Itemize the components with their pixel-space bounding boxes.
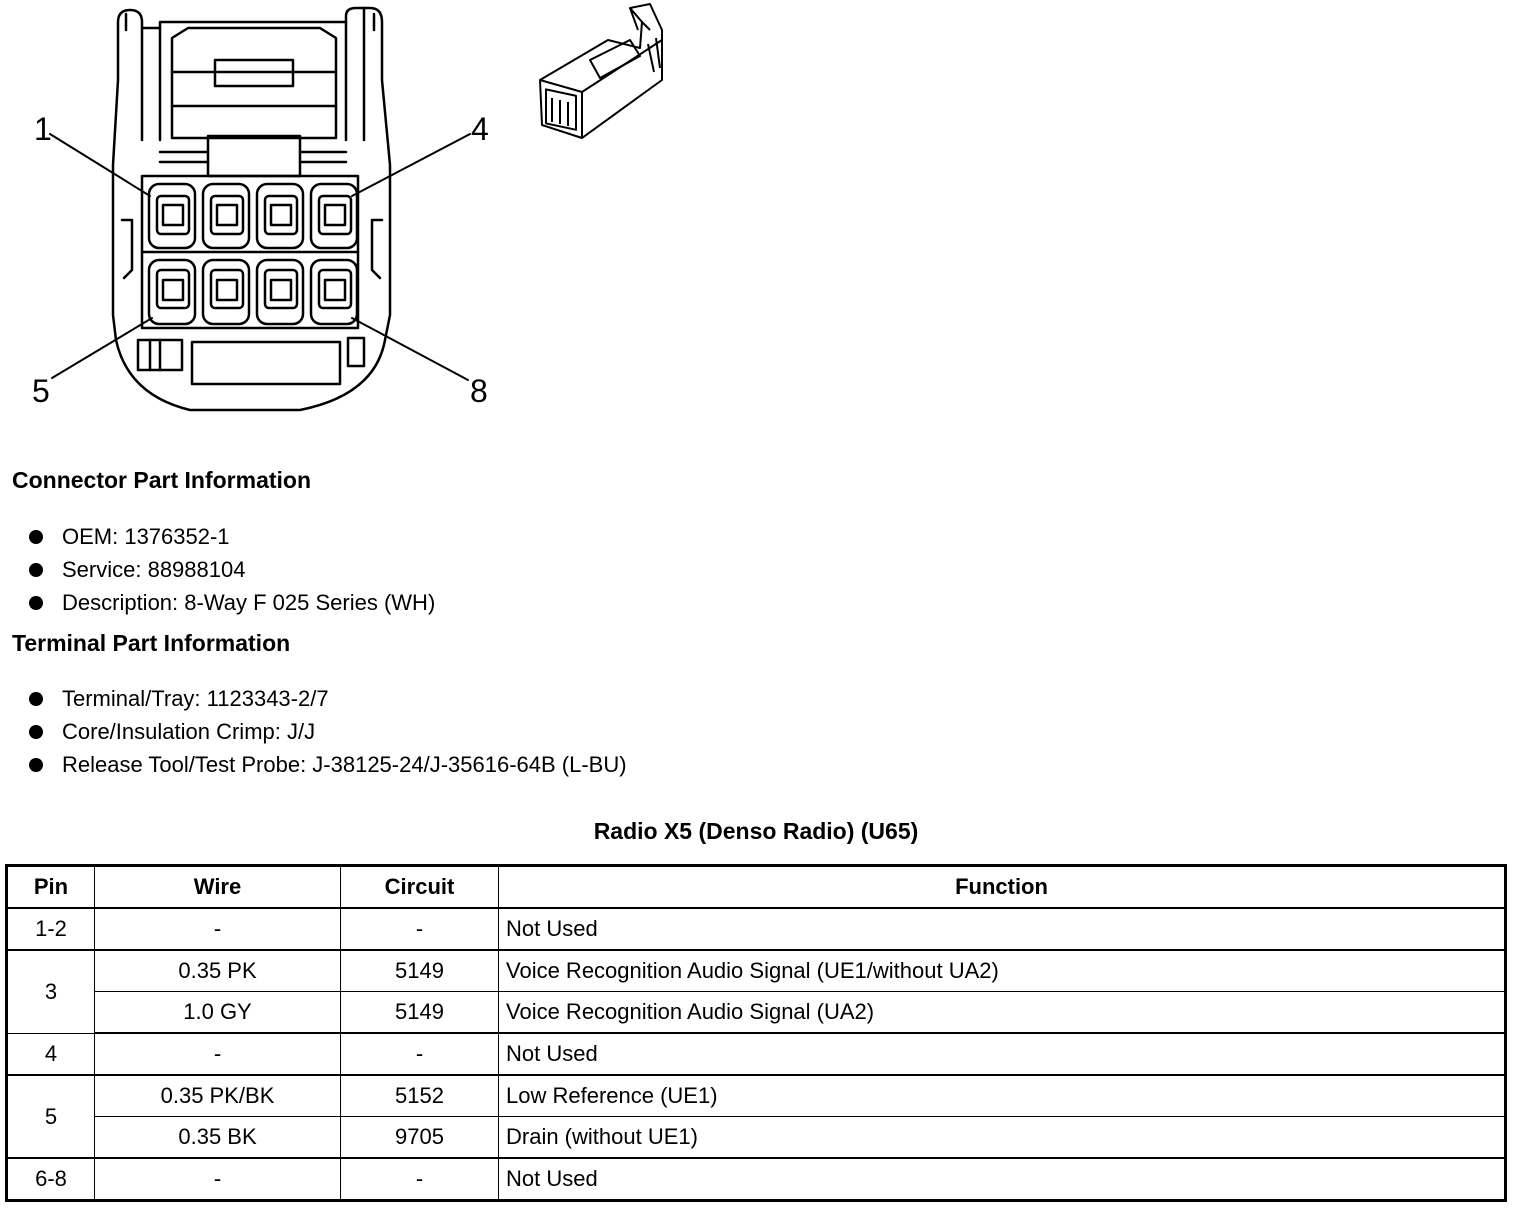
- function-cell: Not Used: [498, 1157, 1506, 1201]
- wire-cell: -: [94, 907, 341, 951]
- wire-cell: -: [94, 1157, 341, 1201]
- table-row: 1.0 GY 5149 Voice Recognition Audio Sign…: [7, 991, 1506, 1034]
- column-header-function: Function: [498, 865, 1506, 909]
- pin-cell: 4: [6, 1032, 95, 1076]
- table-title: Radio X5 (Denso Radio) (U65): [593, 818, 919, 844]
- table-row: 4 - - Not Used: [6, 1032, 1506, 1076]
- pin-label-4: 4: [471, 111, 489, 147]
- column-header-pin: Pin: [6, 865, 95, 909]
- pin-label-5: 5: [32, 373, 50, 409]
- table-row: 1-2 - - Not Used: [6, 907, 1506, 951]
- terminal-part-info-list: Terminal/Tray: 1123343-2/7 Core/Insulati…: [26, 682, 627, 781]
- circuit-cell: 9705: [340, 1116, 499, 1159]
- circuit-cell: 5152: [340, 1074, 499, 1117]
- function-cell: Voice Recognition Audio Signal (UE1/with…: [498, 949, 1506, 992]
- connector-part-info-list: OEM: 1376352-1 Service: 88988104 Descrip…: [26, 520, 435, 619]
- connector-part-info-heading: Connector Part Information: [12, 467, 312, 493]
- list-item: Core/Insulation Crimp: J/J: [26, 715, 627, 748]
- table-row: 0.35 BK 9705 Drain (without UE1): [7, 1116, 1506, 1159]
- table-row: 5 0.35 PK/BK 5152 Low Reference (UE1): [6, 1074, 1506, 1159]
- circuit-cell: -: [340, 907, 499, 951]
- terminal-part-info-heading: Terminal Part Information: [12, 630, 291, 656]
- list-item: Release Tool/Test Probe: J-38125-24/J-35…: [26, 748, 627, 781]
- connector-face-diagram: 1 4 5 8: [32, 6, 489, 412]
- function-cell: Not Used: [498, 907, 1506, 951]
- list-item: Terminal/Tray: 1123343-2/7: [26, 682, 627, 715]
- list-item: Description: 8-Way F 025 Series (WH): [26, 586, 435, 619]
- pin-label-1: 1: [34, 111, 52, 147]
- circuit-cell: 5149: [340, 949, 499, 992]
- circuit-cell: -: [340, 1032, 499, 1076]
- list-item: OEM: 1376352-1: [26, 520, 435, 553]
- function-cell: Voice Recognition Audio Signal (UA2): [498, 991, 1506, 1034]
- pin-cell: 6-8: [6, 1157, 95, 1201]
- function-cell: Not Used: [498, 1032, 1506, 1076]
- list-item: Service: 88988104: [26, 553, 435, 586]
- table-header-row: Pin Wire Circuit Function: [6, 865, 1506, 909]
- circuit-cell: 5149: [340, 991, 499, 1034]
- pinout-table: Pin Wire Circuit Function 1-2 - - Not Us…: [5, 864, 1507, 1202]
- function-cell: Drain (without UE1): [498, 1116, 1506, 1159]
- pin-cell: 3: [6, 949, 95, 1034]
- table-row: 3 0.35 PK 5149 Voice Recognition Audio S…: [6, 949, 1506, 1034]
- wire-cell: 0.35 PK/BK: [94, 1074, 341, 1117]
- function-cell: Low Reference (UE1): [498, 1074, 1506, 1117]
- pin-cell: 5: [6, 1074, 95, 1159]
- wire-cell: -: [94, 1032, 341, 1076]
- column-header-wire: Wire: [94, 865, 341, 909]
- wire-cell: 0.35 BK: [94, 1116, 341, 1159]
- connector-isometric-icon: [539, 3, 663, 139]
- circuit-cell: -: [340, 1157, 499, 1201]
- table-row: 6-8 - - Not Used: [6, 1157, 1506, 1201]
- column-header-circuit: Circuit: [340, 865, 499, 909]
- pin-cell: 1-2: [6, 907, 95, 951]
- wire-cell: 1.0 GY: [94, 991, 341, 1034]
- wire-cell: 0.35 PK: [94, 949, 341, 992]
- pin-label-8: 8: [470, 373, 488, 409]
